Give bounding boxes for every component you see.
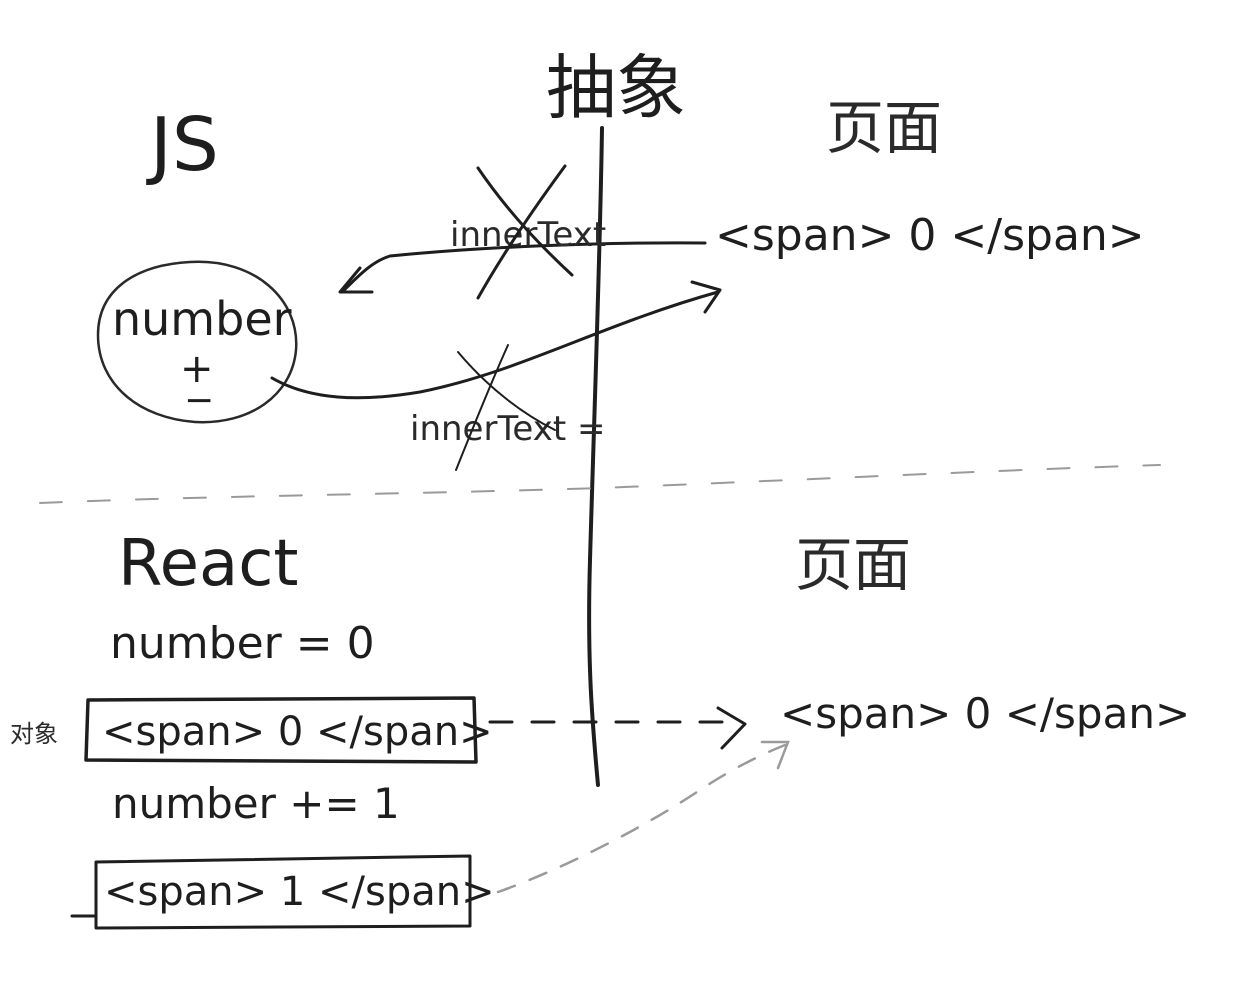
object-tag: 对象 bbox=[10, 720, 58, 748]
js-label: JS bbox=[146, 102, 219, 188]
read-label: innerText bbox=[450, 215, 606, 255]
read-label-cross bbox=[476, 164, 574, 300]
read-arrow-head bbox=[338, 266, 374, 294]
horizontal-divider bbox=[39, 464, 1161, 504]
state-variable: number bbox=[112, 292, 292, 346]
page-label-top: 页面 bbox=[826, 94, 942, 162]
render-arrow-1-head bbox=[716, 706, 747, 750]
vdom-box-1-text: <span> 0 </span> bbox=[102, 709, 493, 755]
write-arrow-head bbox=[690, 280, 722, 314]
read-arrow bbox=[340, 241, 707, 294]
write-label: innerText = bbox=[410, 409, 606, 449]
page-label-bottom: 页面 bbox=[795, 531, 911, 599]
vdom-box-2-text: <span> 1 </span> bbox=[104, 869, 495, 915]
vdom-box-1 bbox=[84, 696, 478, 764]
render-arrow-2 bbox=[496, 743, 787, 894]
initial-assignment: number = 0 bbox=[110, 618, 375, 669]
state-minus: − bbox=[184, 380, 214, 421]
write-arrow bbox=[270, 290, 720, 400]
render-arrow-2-head bbox=[760, 740, 790, 770]
increment: number += 1 bbox=[112, 779, 400, 828]
vdom-box-2 bbox=[70, 854, 472, 930]
page-node-bottom: <span> 0 </span> bbox=[780, 689, 1190, 738]
page-node-top: <span> 0 </span> bbox=[715, 210, 1145, 261]
write-label-cross bbox=[455, 344, 556, 471]
react-label: React bbox=[118, 527, 298, 601]
abstraction-label: 抽象 bbox=[546, 47, 686, 129]
state-circle: number + − bbox=[96, 260, 298, 424]
state-plus: + bbox=[180, 346, 214, 392]
state-circle-outline bbox=[96, 260, 298, 424]
